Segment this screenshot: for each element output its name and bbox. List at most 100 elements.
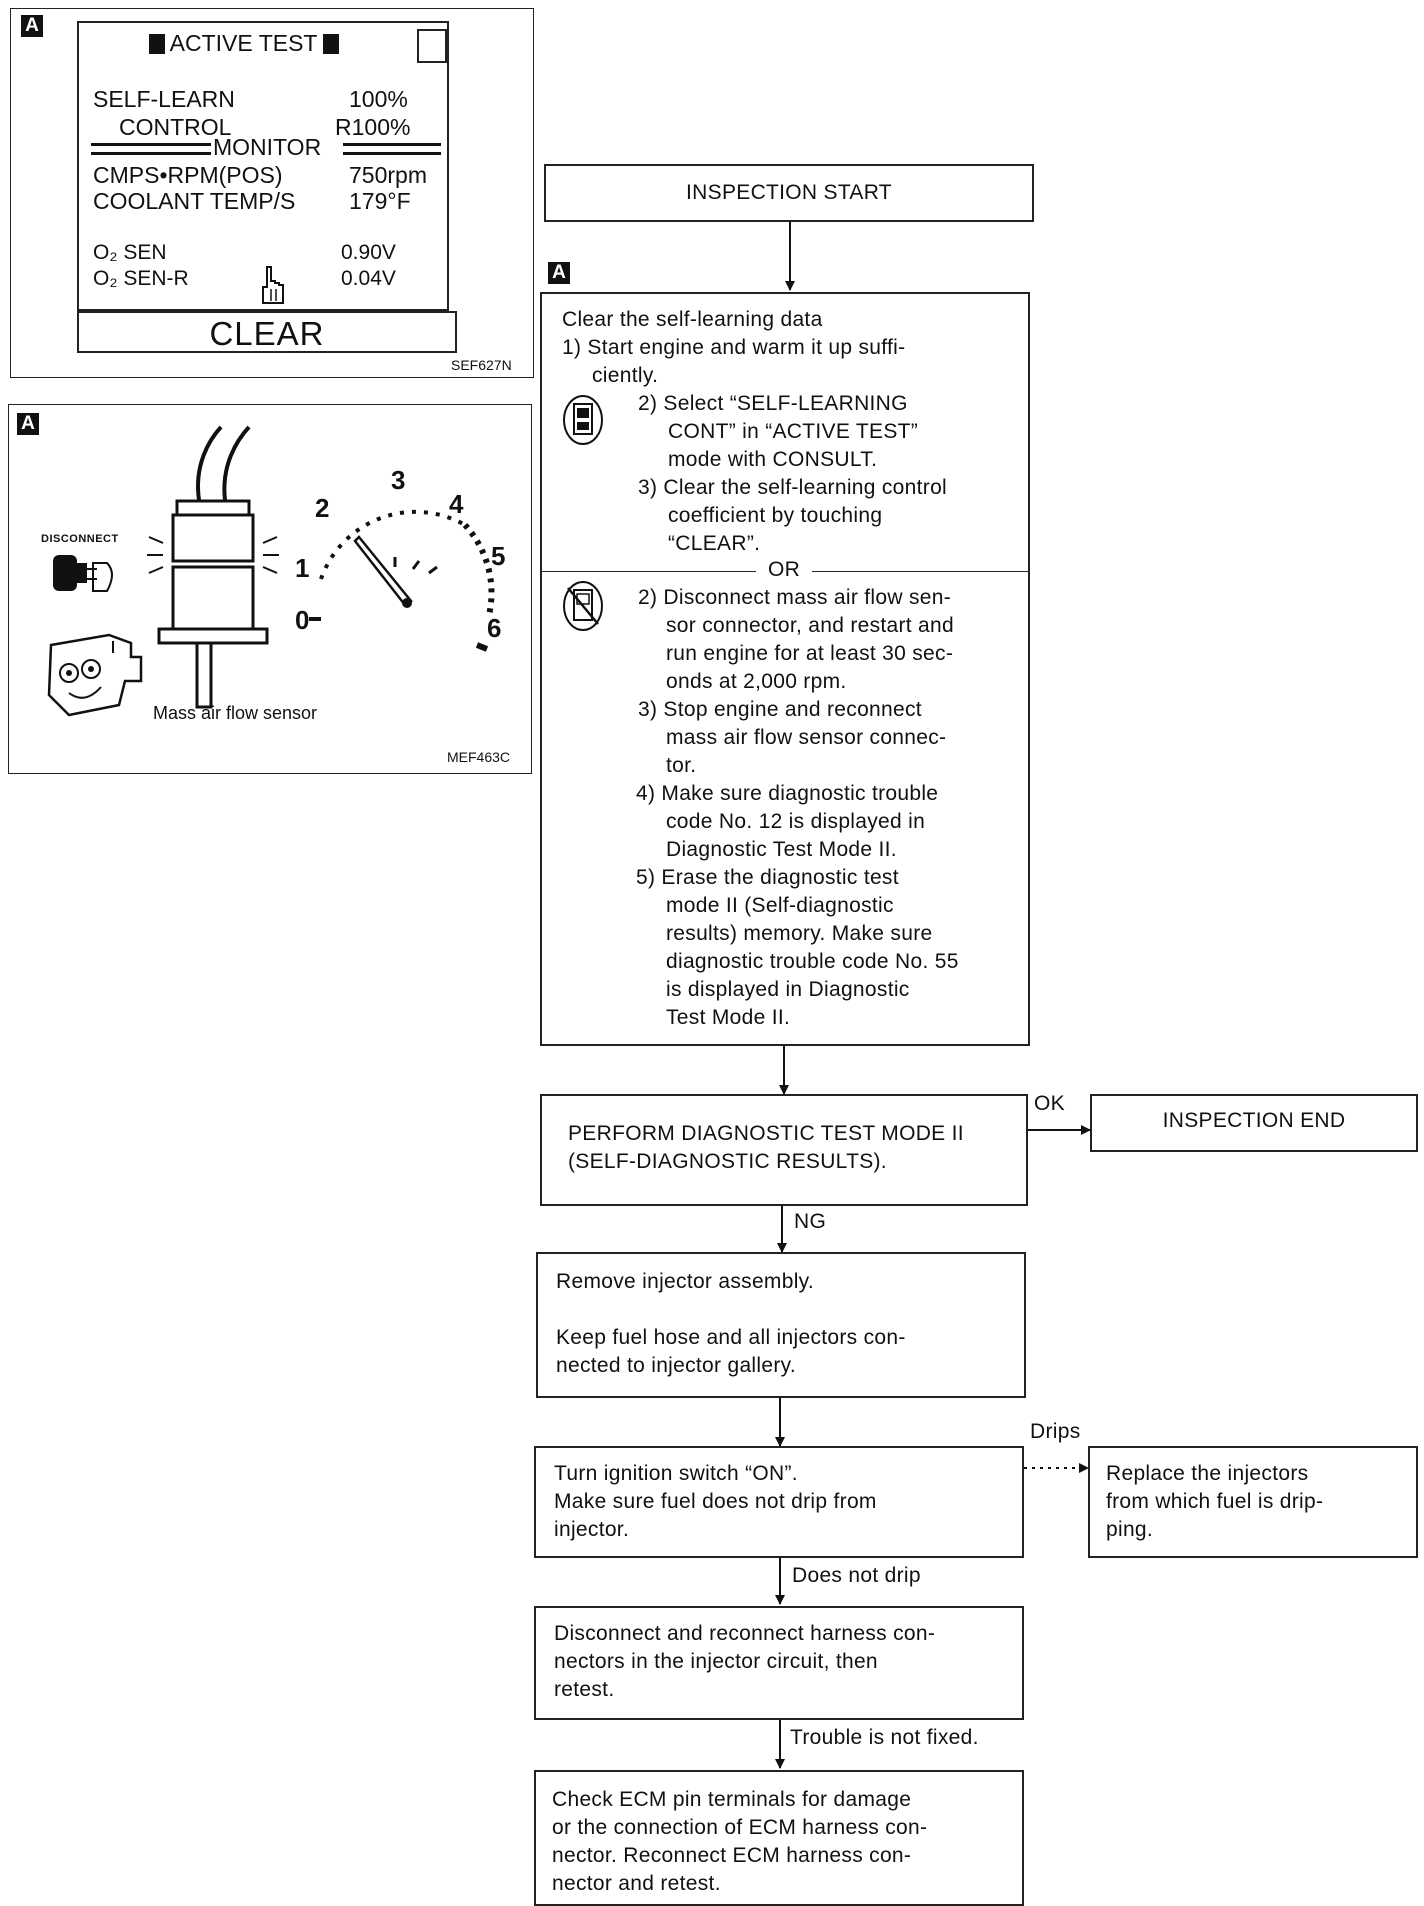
perform-line-b: (SELF-DIAGNOSTIC RESULTS). [568,1150,887,1173]
no-consult-step3c: tor. [666,754,697,777]
consult-step3c: “CLEAR”. [668,532,761,555]
row4-value: 179°F [349,188,411,214]
no-consult-tool-icon [563,581,603,631]
no-consult-step5d: diagnostic trouble code No. 55 [666,950,959,973]
disc-line-c: retest. [554,1678,615,1701]
screen-corner-box [417,29,447,63]
step1-line-b: ciently. [592,364,659,387]
does-not-drip-label: Does not drip [792,1564,921,1587]
no-consult-step2a: 2) Disconnect mass air flow sen- [638,586,952,609]
step1-line: 1) Start engine and warm it up suffi- [562,336,906,359]
disconnect-reconnect-box: Disconnect and reconnect harness con- ne… [534,1606,1024,1720]
gauge-tick-4: 4 [449,489,464,519]
turn-line-a: Turn ignition switch “ON”. [554,1462,798,1485]
tachometer-gauge-icon [309,509,495,652]
or-divider-left [542,571,756,572]
consult-step2a: 2) Select “SELF-LEARNING [638,392,908,415]
remove-line-c: nected to injector gallery. [556,1354,797,1377]
clear-self-learning-box: Clear the self-learning data 1) Start en… [540,292,1030,1046]
row1-label: SELF-LEARN [93,86,235,112]
turn-line-b: Make sure fuel does not drip from [554,1490,877,1513]
row2-label: CONTROL [119,114,232,140]
sensor-caption: Mass air flow sensor [153,703,318,723]
no-consult-step5b: mode II (Self-diagnostic [666,894,894,917]
no-consult-step5a: 5) Erase the diagnostic test [636,866,899,889]
no-consult-step2b: sor connector, and restart and [666,614,954,637]
engine-cartoon-icon [47,633,143,717]
screen-figure-code: SEF627N [451,357,512,373]
or-label: OR [767,558,801,581]
no-consult-step5f: Test Mode II. [666,1006,791,1029]
consult-step2c: mode with CONSULT. [668,448,878,471]
tag-a: A [548,262,570,284]
ecm-line-a: Check ECM pin terminals for damage [552,1788,912,1811]
no-consult-step4a: 4) Make sure diagnostic trouble [636,782,939,805]
plug-disconnect-icon [53,555,113,592]
no-consult-step3b: mass air flow sensor connec- [666,726,947,749]
gauge-tick-2: 2 [315,493,330,523]
perform-diagnostic-box: PERFORM DIAGNOSTIC TEST MODE II (SELF-DI… [540,1094,1028,1206]
gauge-tick-6: 6 [487,613,502,643]
clear-heading: Clear the self-learning data [562,308,823,331]
row4-label: COOLANT TEMP/S [93,188,296,214]
trouble-not-fixed-label: Trouble is not fixed. [790,1726,979,1749]
pointing-hand-icon [262,266,284,304]
ng-label: NG [794,1210,827,1233]
row2-value: R100% [335,114,411,140]
gauge-tick-5: 5 [491,541,506,571]
replace-line-c: ping. [1106,1518,1154,1541]
no-consult-step2d: onds at 2,000 rpm. [666,670,847,693]
monitor-rule-right [343,143,441,155]
inspection-end-box: INSPECTION END [1090,1094,1418,1152]
row3-value: 750rpm [349,162,427,188]
replace-line-a: Replace the injectors [1106,1462,1309,1485]
consult-display: ACTIVE TEST SELF-LEARN 100% CONTROL R100… [77,21,449,311]
no-consult-step4c: Diagnostic Test Mode II. [666,838,897,861]
ecm-line-b: or the connection of ECM harness con- [552,1816,928,1839]
no-consult-step3a: 3) Stop engine and reconnect [638,698,922,721]
inspection-end-label: INSPECTION END [1162,1109,1346,1132]
gauge-tick-1: 1 [295,553,310,583]
check-ecm-box: Check ECM pin terminals for damage or th… [534,1770,1024,1906]
gauge-tick-3: 3 [391,465,406,495]
clear-button-label: CLEAR [209,315,325,352]
or-divider-right [812,571,1028,572]
sensor-figure-code: MEF463C [447,749,511,765]
monitor-rule-left [91,143,211,155]
consult-step3b: coefficient by touching [668,504,883,527]
ok-label: OK [1034,1092,1065,1115]
remove-line-a: Remove injector assembly. [556,1270,815,1293]
row3-label: CMPS•RPM(POS) [93,162,283,188]
remove-line-b: Keep fuel hose and all injectors con- [556,1326,906,1349]
perform-line-a: PERFORM DIAGNOSTIC TEST MODE II [568,1122,964,1145]
tag-a: A [17,413,39,435]
disc-line-b: nectors in the injector circuit, then [554,1650,878,1673]
consult-screen-panel: A ACTIVE TEST SELF-LEARN 100% CONTROL R1… [10,8,534,378]
row5-label: O₂ SEN [93,241,167,264]
no-consult-step2c: run engine for at least 30 sec- [666,642,954,665]
consult-tool-icon [563,395,603,445]
turn-ignition-box: Turn ignition switch “ON”. Make sure fue… [534,1446,1024,1558]
replace-line-b: from which fuel is drip- [1106,1490,1324,1513]
sensor-illustration [47,425,495,717]
no-consult-step4b: code No. 12 is displayed in [666,810,926,833]
no-consult-step5e: is displayed in Diagnostic [666,978,910,1001]
clear-button[interactable]: CLEAR [77,311,457,353]
screen-title: ACTIVE TEST [79,29,409,57]
maf-sensor-panel: A DISCONNECT [8,404,532,774]
row6-label: O₂ SEN-R [93,267,189,290]
disc-line-a: Disconnect and reconnect harness con- [554,1622,936,1645]
row1-value: 100% [349,86,408,112]
gauge-tick-0: 0 [295,605,310,635]
consult-step3a: 3) Clear the self-learning control [638,476,948,499]
ecm-line-d: nector and retest. [552,1872,721,1895]
no-consult-step5c: results) memory. Make sure [666,922,933,945]
row6-value: 0.04V [341,267,396,290]
replace-injectors-box: Replace the injectors from which fuel is… [1088,1446,1418,1558]
turn-line-c: injector. [554,1518,630,1541]
row5-value: 0.90V [341,241,396,264]
consult-step2b: CONT” in “ACTIVE TEST” [668,420,919,443]
monitor-label: MONITOR [213,134,322,160]
disconnect-label: DISCONNECT [41,533,119,545]
